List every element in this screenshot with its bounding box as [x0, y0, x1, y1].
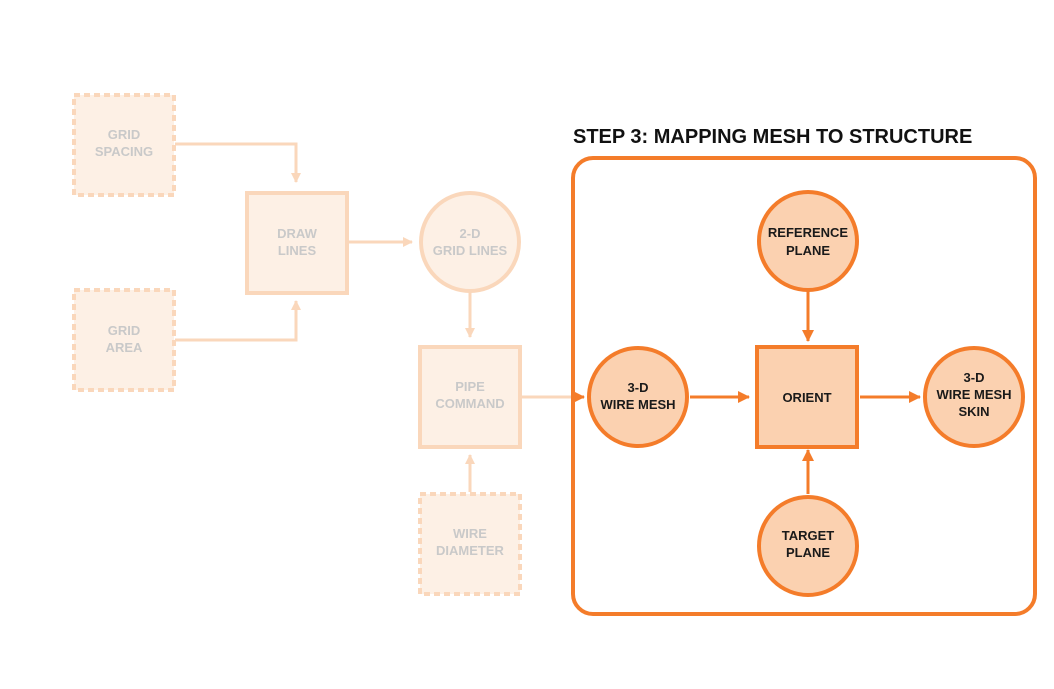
node-pipe-command: PIPE COMMAND [418, 345, 522, 449]
node-target-plane: TARGET PLANE [757, 495, 859, 597]
node-reference-plane: REFERENCE PLANE [757, 190, 859, 292]
grid-area-label-line-1: GRID [108, 323, 141, 338]
wire-diameter-label-line-2: DIAMETER [436, 543, 505, 558]
node-grid-spacing: GRID SPACING [72, 93, 176, 197]
step3-container [571, 156, 1037, 616]
faded-connectors [175, 142, 578, 492]
reference-plane-label-line-2: PLANE [786, 243, 830, 258]
target-plane-label-line-1: TARGET [782, 528, 835, 543]
draw-lines-label-line-1: DRAW [277, 226, 317, 241]
connector-grid-area-to-draw-lines [175, 300, 301, 342]
grid-spacing-label-line-2: SPACING [95, 144, 153, 159]
pipe-command-label-line-1: PIPE [455, 379, 485, 394]
node-draw-lines: DRAW LINES [245, 191, 349, 295]
node-wire-diameter: WIRE DIAMETER [418, 492, 522, 596]
wire-mesh-skin-label-line-2: WIRE MESH [936, 387, 1011, 402]
connector-grid-spacing-to-draw-lines [175, 142, 301, 183]
wire-mesh-label-line-1: 3-D [628, 380, 649, 395]
pipe-command-label-line-2: COMMAND [435, 396, 504, 411]
orient-label: ORIENT [782, 390, 831, 405]
wire-mesh-label-line-2: WIRE MESH [600, 397, 675, 412]
node-2d-grid-lines: 2-D GRID LINES [419, 191, 521, 293]
node-3d-wire-mesh-skin: 3-D WIRE MESH SKIN [923, 346, 1025, 448]
node-grid-area: GRID AREA [72, 288, 176, 392]
wire-diameter-label-line-1: WIRE [453, 526, 487, 541]
grid-spacing-label-line-1: GRID [108, 127, 141, 142]
target-plane-label-line-2: PLANE [786, 545, 830, 560]
step3-title: STEP 3: MAPPING MESH TO STRUCTURE [573, 126, 972, 148]
node-orient: ORIENT [755, 345, 859, 449]
reference-plane-label-line-1: REFERENCE [768, 225, 849, 240]
wire-mesh-skin-label-line-3: SKIN [958, 404, 989, 419]
wire-mesh-skin-label-line-1: 3-D [964, 370, 985, 385]
grid-lines-label-line-1: 2-D [460, 226, 481, 241]
draw-lines-label-line-2: LINES [278, 243, 317, 258]
grid-lines-label-line-2: GRID LINES [433, 243, 508, 258]
grid-area-label-line-2: AREA [106, 340, 143, 355]
active-connectors [572, 289, 921, 494]
node-3d-wire-mesh: 3-D WIRE MESH [587, 346, 689, 448]
